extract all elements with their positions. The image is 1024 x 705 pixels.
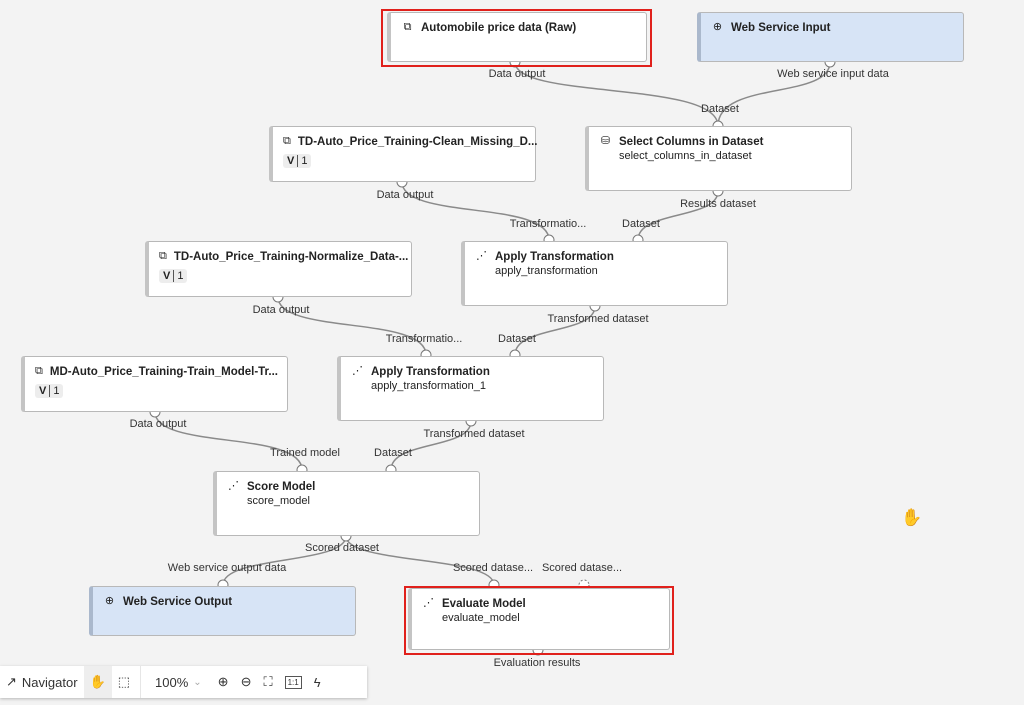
node-train-model[interactable]: ⧉MD-Auto_Price_Training-Train_Model-Tr..… <box>21 356 288 412</box>
fit-to-screen-button[interactable]: ⛶ <box>257 666 278 698</box>
zoom-in-icon: ⊕ <box>217 674 229 689</box>
actual-size-icon: 1:1 <box>284 675 302 689</box>
port-label: Web service input data <box>777 68 889 80</box>
port-label: Data output <box>252 304 310 316</box>
port-label: Data output <box>376 189 434 201</box>
open-external-icon: ↗ <box>6 674 17 689</box>
hand-icon: ✋ <box>89 674 106 689</box>
node-web-service-input[interactable]: ⊕Web Service Input <box>697 12 964 62</box>
port-label: Dataset <box>622 218 660 230</box>
select-mode-button[interactable]: ⬚ <box>112 666 136 698</box>
port-label: Dataset <box>374 447 412 459</box>
scatter-icon: ⋰ <box>423 597 434 609</box>
port-label: Scored dataset <box>305 542 379 554</box>
selection-highlight <box>381 9 652 67</box>
dataset-icon: ⧉ <box>283 135 291 147</box>
chevron-down-icon: ⌄ <box>193 676 202 688</box>
port-label: Data output <box>488 68 546 80</box>
port-label: Transformed dataset <box>547 313 649 325</box>
divider <box>140 666 142 698</box>
zoom-out-button[interactable]: ⊖ <box>235 666 258 698</box>
port-label: Dataset <box>701 103 739 115</box>
port-label: Transformed dataset <box>423 428 525 440</box>
scatter-icon: ⋰ <box>228 480 239 492</box>
database-icon: ⛁ <box>600 135 611 147</box>
scatter-icon: ⋰ <box>476 250 487 262</box>
auto-layout-icon: ϟ <box>313 674 321 690</box>
dataset-icon: ⧉ <box>35 365 43 377</box>
port-label: Results dataset <box>680 198 756 210</box>
zoom-in-button[interactable]: ⊕ <box>212 666 235 698</box>
port-label: Evaluation results <box>493 657 581 669</box>
zoom-level-dropdown[interactable]: 100%⌄ <box>155 674 202 690</box>
port-label: Transformatio... <box>509 218 587 230</box>
fit-screen-icon: ⛶ <box>263 674 273 689</box>
pointer-select-icon: ⬚ <box>117 674 131 689</box>
globe-icon: ⊕ <box>104 595 115 607</box>
port-label: Data output <box>129 418 187 430</box>
node-automobile-price-data[interactable]: ⧉Automobile price data (Raw) <box>387 12 647 62</box>
dataset-icon: ⧉ <box>159 250 167 262</box>
pan-mode-button[interactable]: ✋ <box>83 666 112 698</box>
actual-size-button[interactable]: 1:1 <box>279 666 308 698</box>
port-label: Web service output data <box>167 562 287 574</box>
dataset-icon: ⧉ <box>403 21 412 33</box>
node-clean-missing-data[interactable]: ⧉TD-Auto_Price_Training-Clean_Missing_D.… <box>269 126 538 182</box>
port-label: Scored datase... <box>541 562 623 574</box>
node-web-service-output[interactable]: ⊕Web Service Output <box>89 586 356 636</box>
node-normalize-data[interactable]: ⧉TD-Auto_Price_Training-Normalize_Data-.… <box>145 241 412 297</box>
port-label: Dataset <box>498 333 536 345</box>
zoom-out-icon: ⊖ <box>240 674 252 689</box>
canvas-toolbar: ↗Navigator ✋ ⬚ 100%⌄ ⊕ ⊖ ⛶ 1:1 ϟ <box>0 666 367 698</box>
navigator-button[interactable]: ↗Navigator <box>6 674 78 690</box>
auto-layout-button[interactable]: ϟ <box>308 666 327 698</box>
selection-highlight <box>404 586 674 655</box>
hand-cursor-icon: ✋ <box>901 508 923 527</box>
port-label: Transformatio... <box>385 333 463 345</box>
port-label: Scored datase... <box>452 562 534 574</box>
port-label: Trained model <box>270 447 340 459</box>
globe-icon: ⊕ <box>712 21 723 33</box>
scatter-icon: ⋰ <box>352 365 363 377</box>
